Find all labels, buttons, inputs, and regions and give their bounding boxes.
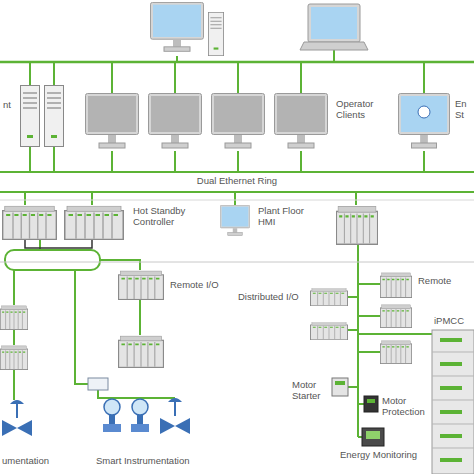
operator-monitor bbox=[275, 94, 328, 149]
device-label: Motor Protection bbox=[382, 396, 430, 418]
remote-rack bbox=[119, 336, 164, 367]
controller-rack bbox=[337, 206, 378, 244]
laptop-base bbox=[300, 42, 368, 50]
io-bracket bbox=[5, 250, 100, 270]
right-remote-link bbox=[358, 284, 380, 352]
remote-rack bbox=[0, 346, 27, 370]
energy-meter bbox=[362, 428, 384, 446]
device-label: Dual Ethernet Ring bbox=[194, 176, 280, 187]
device-label: Smart Instrumentation bbox=[96, 456, 189, 467]
level-divider bbox=[0, 200, 474, 201]
network-wiring bbox=[0, 50, 474, 437]
laptop-lid bbox=[308, 4, 360, 42]
control-valve bbox=[2, 400, 32, 436]
relay-indicator bbox=[367, 399, 375, 403]
operator-monitor bbox=[149, 94, 202, 149]
desktop-tower bbox=[208, 12, 223, 55]
client-ring-drops bbox=[30, 147, 424, 172]
controller-drops bbox=[25, 192, 356, 205]
server-tower bbox=[45, 86, 64, 147]
meter-display bbox=[366, 431, 380, 439]
distributed-io-module bbox=[310, 323, 347, 340]
starter-indicator bbox=[335, 381, 345, 385]
remote-rack bbox=[380, 341, 411, 364]
device-label: Remote bbox=[418, 276, 451, 287]
engineering-monitor bbox=[398, 94, 449, 149]
device-label: Plant Floor HMI bbox=[258, 206, 308, 228]
device-label: iPMCC bbox=[434, 316, 464, 327]
distributed-io-module bbox=[310, 289, 347, 306]
remote-rack bbox=[0, 306, 27, 330]
field-trunk bbox=[357, 245, 359, 437]
engineering-logo bbox=[418, 106, 430, 118]
level-divider bbox=[0, 262, 474, 263]
device-label: Hot Standby Controller bbox=[133, 206, 197, 228]
cabinet-modules bbox=[440, 340, 462, 460]
remote-rack bbox=[119, 271, 164, 299]
device-label: umentation bbox=[2, 456, 49, 467]
ipmcc-link bbox=[358, 333, 432, 335]
device-label: nt bbox=[3, 100, 11, 111]
remote-rack bbox=[380, 273, 411, 298]
operator-monitor bbox=[212, 94, 265, 149]
dual-ethernet-ring bbox=[0, 172, 474, 192]
device-label: Distributed I/O bbox=[238, 292, 299, 303]
field-junction-box bbox=[88, 378, 108, 390]
operator-monitor bbox=[86, 94, 139, 149]
device-label: En St bbox=[455, 99, 471, 121]
distributed-io-link bbox=[348, 297, 358, 330]
hmi-panel bbox=[220, 205, 249, 235]
hot-standby-link bbox=[25, 240, 92, 248]
control-valve bbox=[160, 398, 190, 434]
motor-protection-relay bbox=[364, 396, 378, 412]
laptop-screen bbox=[311, 7, 357, 39]
remote-rack bbox=[380, 305, 411, 328]
server-tower bbox=[21, 86, 40, 147]
device-label: Energy Monitoring bbox=[340, 450, 417, 461]
device-label: Remote I/O bbox=[170, 280, 219, 291]
ipmcc-cabinet bbox=[432, 330, 474, 474]
controller-rack bbox=[65, 206, 124, 239]
top-drops bbox=[177, 50, 334, 62]
motor-starter bbox=[332, 378, 348, 396]
desktop-monitor bbox=[151, 2, 204, 51]
client-drops bbox=[30, 62, 424, 93]
device-label: Operator Clients bbox=[336, 99, 392, 121]
device-label: Motor Starter bbox=[292, 380, 330, 402]
left-remote-link bbox=[13, 270, 15, 400]
instrument-link bbox=[75, 270, 175, 398]
cabinet-drawers bbox=[432, 352, 474, 448]
smart-transmitter bbox=[131, 399, 149, 432]
controller-rack bbox=[3, 206, 57, 239]
smart-transmitter bbox=[103, 399, 121, 432]
